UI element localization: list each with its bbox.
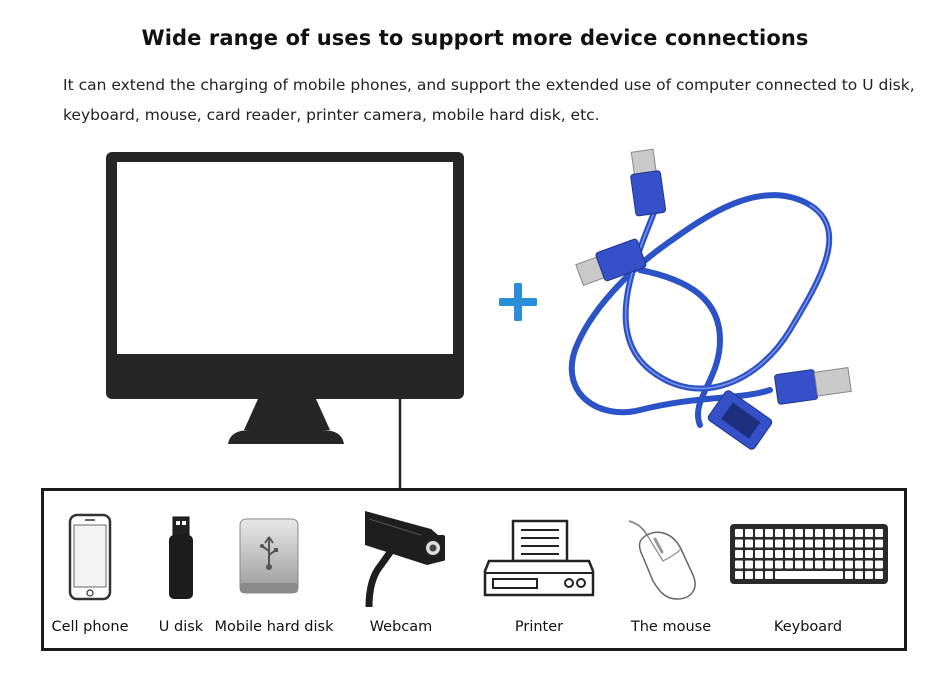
device-webcam: Webcam — [339, 491, 459, 648]
keyboard-key — [865, 550, 873, 558]
keyboard-key — [825, 560, 833, 569]
keyboard-key — [845, 539, 853, 548]
keyboard-key — [835, 560, 843, 569]
device-keyboard: Keyboard — [719, 491, 904, 648]
keyboard-key — [835, 550, 843, 558]
keyboard-key — [785, 550, 793, 558]
device-label: Printer — [514, 619, 564, 635]
keyboard-key — [755, 539, 763, 548]
keyboard-key — [845, 571, 853, 579]
device-mobile-hard-disk: Mobile hard disk — [214, 491, 339, 648]
keyboard-key — [855, 560, 863, 569]
keyboard-key — [845, 560, 853, 569]
keyboard-key — [875, 571, 883, 579]
keyboard-key — [765, 560, 773, 569]
keyboard-key — [865, 571, 873, 579]
keyboard-key — [735, 550, 743, 558]
keyboard-key — [845, 550, 853, 558]
keyboard-key — [825, 539, 833, 548]
keyboard-key — [765, 550, 773, 558]
keyboard-key — [855, 571, 863, 579]
keyboard-key — [735, 539, 743, 548]
keyboard-key — [745, 550, 753, 558]
device-label: U disk — [158, 619, 204, 635]
keyboard-key — [755, 529, 763, 537]
hard-disk-icon — [239, 518, 299, 594]
mouse-icon — [628, 520, 696, 600]
keyboard-key — [805, 550, 813, 558]
device-label: Webcam — [369, 619, 433, 635]
page-title: Wide range of uses to support more devic… — [141, 26, 809, 50]
keyboard-key — [745, 529, 753, 537]
keyboard-key — [795, 529, 803, 537]
device-panel: Cell phone U disk Mobile har — [41, 488, 907, 651]
device-mouse: The mouse — [619, 491, 719, 648]
keyboard-key — [755, 571, 763, 579]
description-text: It can extend the charging of mobile pho… — [63, 76, 915, 124]
keyboard-icon — [730, 524, 888, 584]
keyboard-key — [795, 539, 803, 548]
keyboard-key — [835, 539, 843, 548]
keyboard-key — [785, 539, 793, 548]
plus-icon — [499, 283, 537, 321]
keyboard-key — [875, 539, 883, 548]
device-label: Cell phone — [51, 619, 129, 635]
keyboard-key — [735, 571, 743, 579]
keyboard-key — [825, 529, 833, 537]
keyboard-key — [865, 529, 873, 537]
keyboard-key — [825, 550, 833, 558]
keyboard-key — [785, 560, 793, 569]
keyboard-key — [775, 550, 783, 558]
usb-extension-cables-icon — [568, 148, 852, 450]
device-label: Keyboard — [773, 619, 843, 635]
keyboard-key — [855, 550, 863, 558]
usb-flash-drive-icon — [169, 516, 193, 599]
device-u-disk: U disk — [154, 491, 214, 648]
keyboard-key — [805, 539, 813, 548]
keyboard-key — [745, 560, 753, 569]
keyboard-key — [845, 529, 853, 537]
keyboard-key — [875, 560, 883, 569]
keyboard-key — [805, 529, 813, 537]
keyboard-key — [815, 560, 823, 569]
keyboard-key — [775, 539, 783, 548]
keyboard-key — [855, 539, 863, 548]
keyboard-key — [805, 560, 813, 569]
keyboard-key — [855, 529, 863, 537]
keyboard-key — [815, 539, 823, 548]
keyboard-key — [775, 529, 783, 537]
cell-phone-icon — [68, 513, 112, 601]
device-cell-phone: Cell phone — [44, 491, 154, 648]
monitor-icon — [106, 152, 464, 444]
keyboard-key — [755, 560, 763, 569]
keyboard-key — [865, 539, 873, 548]
keyboard-key — [875, 529, 883, 537]
keyboard-key — [765, 571, 773, 579]
printer-icon — [483, 519, 595, 597]
keyboard-key — [815, 550, 823, 558]
keyboard-key — [795, 560, 803, 569]
keyboard-key — [765, 539, 773, 548]
keyboard-key — [865, 560, 873, 569]
keyboard-key — [815, 529, 823, 537]
keyboard-key — [745, 539, 753, 548]
keyboard-key — [775, 560, 783, 569]
keyboard-key — [735, 529, 743, 537]
keyboard-key — [765, 529, 773, 537]
keyboard-spacebar — [775, 571, 843, 579]
keyboard-key — [735, 560, 743, 569]
device-label: Mobile hard disk — [214, 619, 334, 635]
webcam-icon — [365, 511, 445, 608]
keyboard-key — [785, 529, 793, 537]
keyboard-key — [795, 550, 803, 558]
device-printer: Printer — [459, 491, 619, 648]
keyboard-key — [755, 550, 763, 558]
keyboard-key — [745, 571, 753, 579]
keyboard-key — [875, 550, 883, 558]
device-label: The mouse — [630, 619, 712, 635]
keyboard-key — [835, 529, 843, 537]
